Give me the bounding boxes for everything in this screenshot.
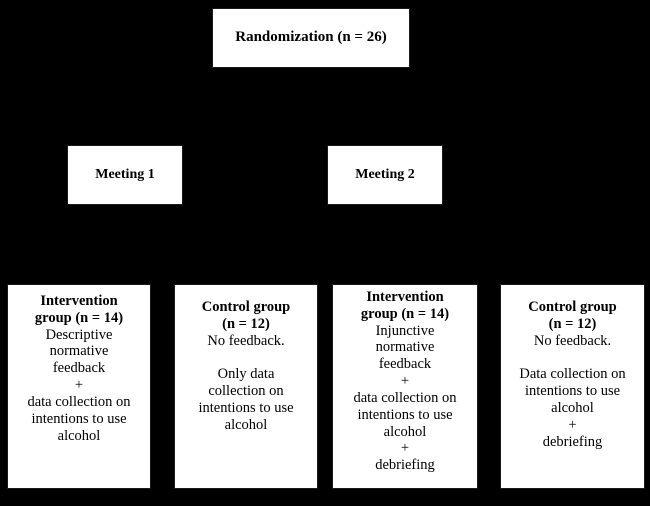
node-arm-1-heading: Intervention group (n = 14): [34, 293, 124, 326]
node-control-group-meeting-2: Control group (n = 12) No feedback. Data…: [500, 284, 645, 489]
node-arm-4-body: No feedback. Data collection on intentio…: [519, 332, 626, 450]
node-intervention-group-meeting-1: Intervention group (n = 14) Descriptive …: [7, 284, 151, 489]
node-randomization: Randomization (n = 26): [212, 8, 410, 68]
node-randomization-label: Randomization (n = 26): [235, 29, 387, 46]
node-meeting-2: Meeting 2: [327, 145, 443, 205]
node-arm-2-heading: Control group (n = 12): [201, 299, 291, 332]
node-arm-4-heading: Control group (n = 12): [528, 299, 617, 332]
node-control-group-meeting-1: Control group (n = 12) No feedback. Only…: [174, 284, 318, 489]
node-arm-2-body: No feedback. Only data collection on int…: [198, 332, 294, 433]
node-meeting-1-label: Meeting 1: [95, 166, 155, 182]
node-arm-1-body: Descriptive normative feedback + data co…: [27, 326, 131, 444]
node-meeting-2-label: Meeting 2: [355, 166, 415, 182]
node-meeting-1: Meeting 1: [67, 145, 183, 205]
node-arm-3-body: Injunctive normative feedback + data col…: [353, 322, 457, 474]
node-arm-3-heading: Intervention group (n = 14): [360, 289, 450, 322]
node-intervention-group-meeting-2: Intervention group (n = 14) Injunctive n…: [332, 284, 478, 489]
